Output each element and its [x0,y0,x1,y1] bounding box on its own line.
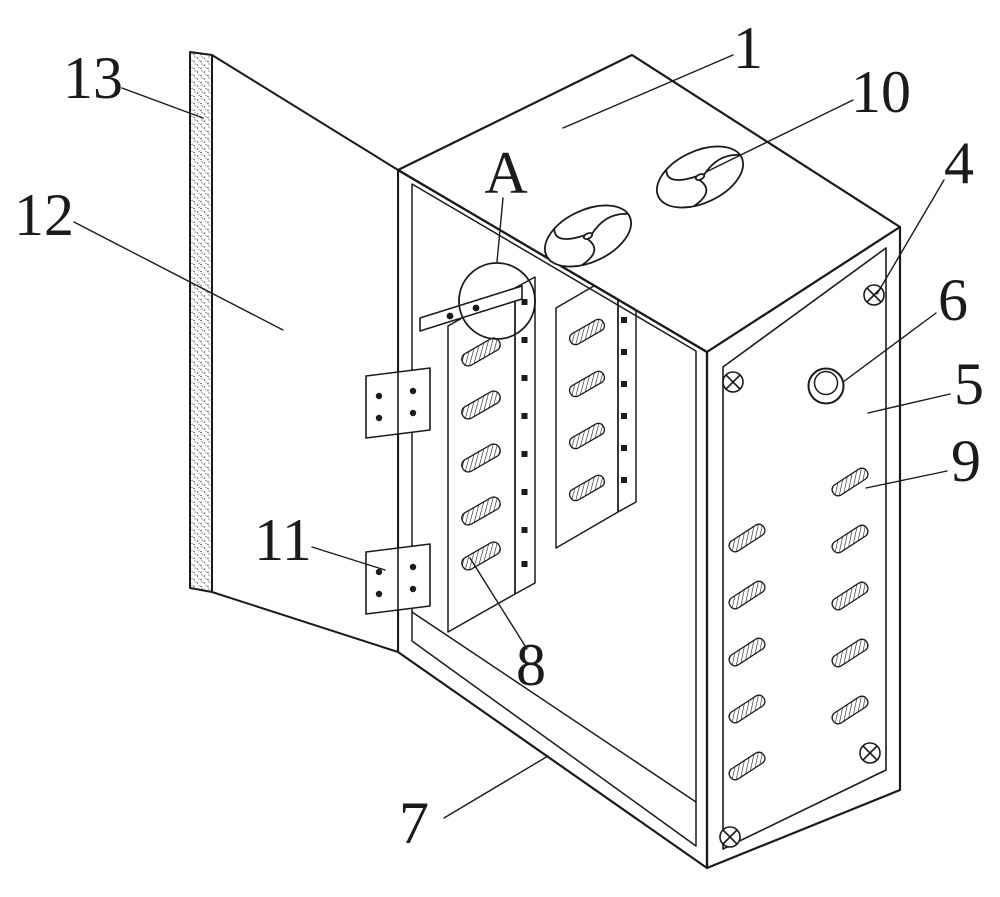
fan-blade [690,179,712,207]
vent-slot [831,695,869,725]
ref-label-10: 10 [851,59,911,125]
leader-line-4 [876,179,945,295]
bracket-holes [446,304,480,320]
corner-screw [722,371,744,393]
door-assembly [189,51,399,653]
round-knob [807,367,845,405]
vent-slot [831,467,869,497]
ref-label-7: 7 [399,790,429,856]
reference-labels: 1 10 4 6 5 9 13 12 11 8 7 A [14,15,984,856]
corner-screws [719,284,885,848]
ref-label-9: 9 [951,428,981,494]
leader-line-1 [562,54,734,129]
ref-label-a: A [484,140,527,206]
vent-slot [461,337,501,367]
vent-slot [728,580,766,610]
vent-slot [831,638,869,668]
drawing-root [73,51,951,870]
side-panel-inner-border [722,247,887,850]
interior-floor-edge [411,611,697,803]
corner-screw [719,826,741,848]
ref-label-4: 4 [944,130,974,196]
rail-vent-slots [568,318,606,502]
vent-slot [728,523,766,553]
interior-rail-2 [555,261,637,549]
detail-circle-a [458,262,536,340]
leader-line-11 [311,546,386,571]
vent-slot [461,541,501,571]
fan-blade [589,210,628,234]
fan-hub [583,232,593,240]
leader-line-12 [73,221,284,331]
leader-line-7 [443,755,549,819]
leader-line-9 [865,470,948,489]
vent-slot [568,474,606,502]
vent-slot [831,581,869,611]
ref-label-13: 13 [63,45,123,111]
leader-line-13 [121,87,204,119]
ref-label-12: 12 [14,182,74,248]
leader-lines [73,54,951,819]
vent-slot [568,422,606,450]
front-opening-inner-frame [411,183,697,847]
hinge-holes [375,563,417,598]
leader-line-10 [705,99,854,173]
leader-line-5 [867,393,951,414]
vent-slot [728,751,766,781]
fan-blade [661,167,696,184]
hinge-upper [365,367,431,439]
vent-slot [568,370,606,398]
vent-slot [831,524,869,554]
ref-label-6: 6 [938,267,968,333]
vent-slot [728,694,766,724]
vent-slot [728,637,766,667]
fan-blade [549,226,584,243]
ref-label-8: 8 [516,632,546,698]
ref-label-1: 1 [733,15,763,81]
door-edge-strip [189,51,213,593]
rail-louver-face [555,271,619,549]
fan-blade [578,238,600,266]
rail-mounting-holes [621,285,627,483]
leader-line-a [496,197,504,263]
vent-slot [461,390,501,420]
mounting-bracket [419,285,523,332]
side-panel-vents [728,467,869,781]
top-fan-left [535,193,640,279]
ref-label-5: 5 [954,351,984,417]
corner-screw [859,742,881,764]
top-fan-right [647,134,752,220]
vent-slot [461,496,501,526]
rail-front-strip [514,276,536,595]
leader-line-8 [469,557,528,650]
cabinet-interior [411,183,697,847]
ref-label-11: 11 [254,507,312,573]
vent-slot [461,443,501,473]
door-panel [211,54,399,653]
fan-hub [695,173,705,181]
hinge-holes [375,387,417,422]
hinge-lower [365,543,431,615]
leader-line-6 [842,312,937,383]
vent-slot [568,318,606,346]
rail-vent-slots [461,337,501,571]
rail-mounting-holes [521,299,528,567]
